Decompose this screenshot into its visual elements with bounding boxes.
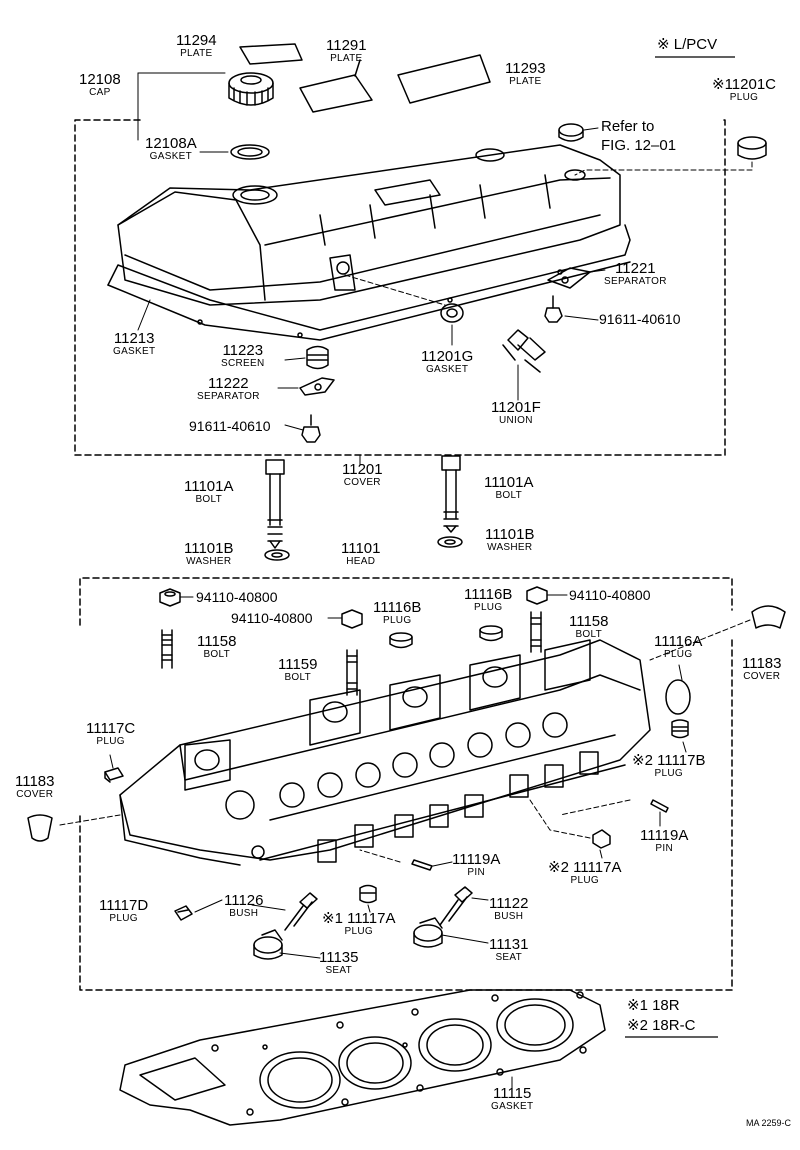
refer-note-line2: FIG. 12–01 xyxy=(601,137,677,154)
head-gasket-shape xyxy=(119,989,606,1126)
cover-gasket-outline xyxy=(107,224,631,341)
plug-11117A1-shape xyxy=(359,884,377,904)
valve-cover-body-shape xyxy=(117,144,621,306)
cylinder-head-body-shape xyxy=(119,639,651,866)
union-11201F-shape xyxy=(502,329,546,373)
plug-11116B-right-shape xyxy=(479,625,503,642)
seat-11135-shape xyxy=(253,929,283,960)
legend-18rc: ※2 18R-C xyxy=(627,1017,696,1034)
plate-11293-shape xyxy=(397,54,491,104)
washer-right-shape xyxy=(437,536,463,548)
footer-code: MA 2259-C xyxy=(746,1118,792,1128)
legend-18r: ※1 18R xyxy=(627,997,680,1014)
nut-right-shape xyxy=(526,586,548,605)
legend-lpcv: ※ L/PCV xyxy=(657,36,718,53)
stud-center-shape xyxy=(346,649,358,696)
grommet-shape xyxy=(558,123,584,142)
bolt-91611-a-shape xyxy=(544,295,563,323)
plug-11117D-shape xyxy=(174,905,193,921)
stud-left-shape xyxy=(161,629,173,669)
label-94110-a: 94110-40800 xyxy=(196,589,278,605)
plug-11117C-shape xyxy=(104,767,124,783)
bush-11122-shape xyxy=(439,886,473,926)
half-moon-cover-left-shape xyxy=(27,814,53,842)
plate-11291-shape xyxy=(299,59,373,113)
bolt-91611-b-shape xyxy=(301,414,321,443)
plug-11117B-shape xyxy=(671,719,689,739)
nut-center-shape xyxy=(341,609,363,629)
separator-11222-shape xyxy=(299,377,335,396)
screen-11223-shape xyxy=(306,345,329,370)
plug-11117A2-shape xyxy=(592,829,611,849)
head-group-border xyxy=(79,577,733,991)
oil-filler-cap-shape xyxy=(228,72,274,106)
bush-11126-shape xyxy=(284,892,318,931)
half-moon-cover-right-shape xyxy=(751,605,786,629)
washer-left-shape xyxy=(264,549,290,561)
plate-11294-shape xyxy=(239,43,303,65)
cover-group-border xyxy=(74,119,726,456)
plug-11116B-left-shape xyxy=(389,632,413,649)
label-94110-b: 94110-40800 xyxy=(231,610,313,626)
pin-right-shape xyxy=(650,799,669,813)
pin-left-shape xyxy=(411,859,433,871)
stud-right-shape xyxy=(530,611,542,653)
head-bolt-left-shape xyxy=(265,459,285,549)
gasket-11201G-shape xyxy=(440,303,464,323)
label-91611-a: 91611-40610 xyxy=(599,311,681,327)
label-91611-b: 91611-40610 xyxy=(189,418,271,434)
seat-11131-shape xyxy=(413,917,443,948)
label-94110-c: 94110-40800 xyxy=(569,587,651,603)
breather-plug-shape xyxy=(737,136,767,160)
round-plug-11116A-shape xyxy=(665,679,691,715)
refer-note-line1: Refer to xyxy=(601,118,655,135)
cap-gasket-ring xyxy=(230,144,270,160)
head-bolt-right-shape xyxy=(441,455,461,533)
nut-left-shape xyxy=(159,588,181,607)
